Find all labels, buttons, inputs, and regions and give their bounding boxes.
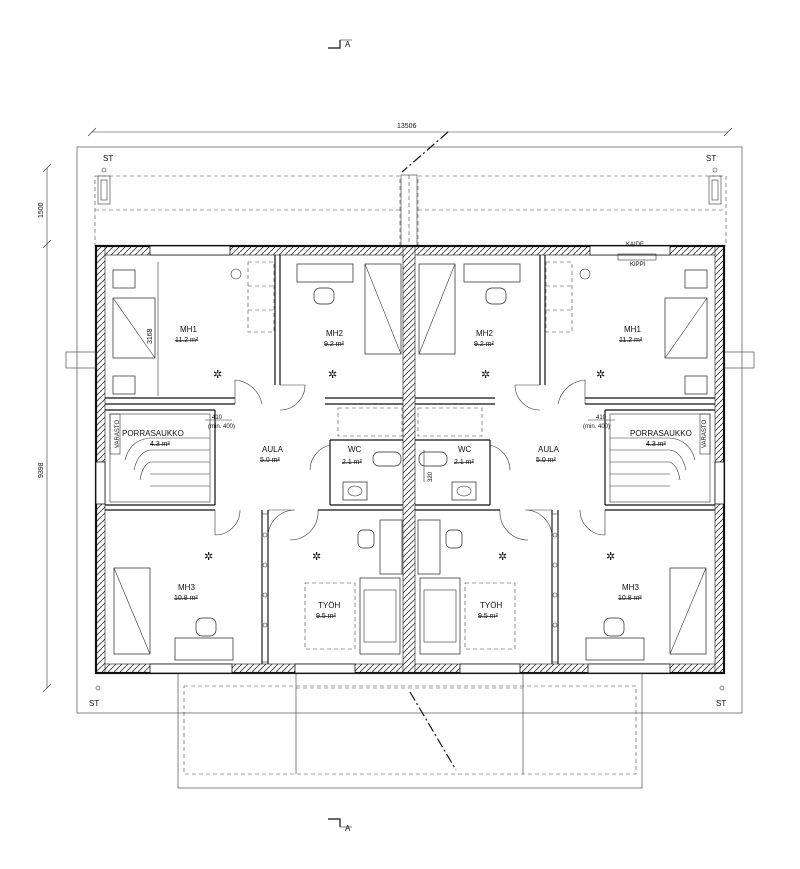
ceiling-lights: ✲ ✲ ✲ ✲ ✲ ✲ ✲ ✲ — [95, 268, 725, 691]
light-icon: ✲ — [213, 369, 222, 381]
svg-text:13506: 13506 — [397, 123, 417, 130]
wc-fixtures — [342, 451, 477, 501]
room-mh3-right: MH3 10.8 m² — [618, 583, 642, 602]
room-wc-left: WC 2.1 m² — [342, 445, 363, 466]
svg-text:11.2 m²: 11.2 m² — [175, 337, 199, 344]
room-mh1-right: MH1 11.2 m² — [619, 325, 643, 344]
svg-text:1500: 1500 — [38, 202, 45, 218]
opening-dimension-right: 410 (min. 400) — [583, 415, 615, 430]
svg-text:MH3: MH3 — [178, 583, 195, 592]
opening-dimension-left: 410 (min. 400) — [205, 415, 235, 430]
svg-text:TYÖH: TYÖH — [480, 601, 502, 610]
svg-text:WC: WC — [458, 445, 472, 454]
room-labels: MH1 11.2 m² MH2 9.2 m² MH2 9.2 m² MH1 11… — [122, 325, 692, 620]
storage-annotations: VARASTO VARASTO — [115, 420, 708, 448]
stairs-left — [109, 413, 211, 503]
svg-text:9.2 m²: 9.2 m² — [474, 341, 495, 348]
svg-text:4.3 m²: 4.3 m² — [150, 441, 171, 448]
railing-annotation: KAIDE KIPPI — [617, 242, 657, 268]
svg-text:9.2 m²: 9.2 m² — [324, 341, 345, 348]
svg-text:MH2: MH2 — [326, 329, 343, 338]
svg-text:3168: 3168 — [147, 328, 154, 344]
svg-text:VARASTO: VARASTO — [702, 420, 708, 448]
svg-text:410: 410 — [596, 415, 607, 421]
svg-text:MH3: MH3 — [622, 583, 639, 592]
room-mh3-left: MH3 10.8 m² — [174, 583, 198, 602]
room-mh2-left: MH2 9.2 m² — [324, 329, 345, 348]
light-icon: ✲ — [498, 551, 507, 563]
section-marker-top: A — [328, 39, 352, 49]
left-vertical-dimensions: 1500 9398 — [38, 163, 52, 693]
svg-text:11.2 m²: 11.2 m² — [619, 337, 643, 344]
light-icon: ✲ — [204, 551, 213, 563]
svg-text:10.8 m²: 10.8 m² — [618, 595, 642, 602]
section-marker-bottom: A — [328, 818, 352, 833]
room-aula-left: AULA 5.0 m² — [260, 445, 284, 464]
terrace-outline — [177, 672, 643, 789]
closets — [247, 261, 573, 663]
svg-text:MH1: MH1 — [180, 325, 197, 334]
svg-text:9398: 9398 — [38, 462, 45, 478]
svg-text:A: A — [345, 824, 351, 833]
balcony-outline — [94, 167, 727, 248]
svg-text:PORRASAUKKO: PORRASAUKKO — [630, 429, 692, 438]
svg-text:AULA: AULA — [538, 445, 560, 454]
light-icon: ✲ — [606, 551, 615, 563]
svg-text:2.1 m²: 2.1 m² — [342, 459, 363, 466]
room-porrasaukko-left: PORRASAUKKO 4.3 m² — [122, 429, 184, 448]
svg-text:MH1: MH1 — [624, 325, 641, 334]
furniture — [174, 263, 645, 661]
svg-text:WC: WC — [348, 445, 362, 454]
room-depth-dimension: 3168 — [147, 262, 159, 396]
svg-text:4.3 m²: 4.3 m² — [646, 441, 667, 448]
svg-text:5.0 m²: 5.0 m² — [536, 457, 557, 464]
room-aula-right: AULA 5.0 m² — [536, 445, 560, 464]
exterior-walls — [94, 244, 726, 675]
svg-text:TYÖH: TYÖH — [318, 601, 340, 610]
svg-text:9.5 m²: 9.5 m² — [478, 613, 499, 620]
roof-outline — [76, 146, 743, 714]
corner-labels: ST ST ST ST — [89, 154, 726, 708]
svg-text:AULA: AULA — [262, 445, 284, 454]
room-tyoh-right: TYÖH 9.5 m² — [478, 601, 502, 620]
svg-text:VARASTO: VARASTO — [115, 420, 121, 448]
svg-text:PORRASAUKKO: PORRASAUKKO — [122, 429, 184, 438]
svg-text:ST: ST — [103, 154, 113, 163]
room-tyoh-left: TYÖH 9.5 m² — [316, 601, 340, 620]
svg-text:ST: ST — [706, 154, 716, 163]
svg-text:(min. 400): (min. 400) — [583, 424, 610, 430]
light-icon: ✲ — [596, 369, 605, 381]
wc-width-dimension: 320 — [423, 450, 434, 482]
svg-text:ST: ST — [89, 699, 99, 708]
doors — [214, 379, 606, 541]
room-mh2-right: MH2 9.2 m² — [474, 329, 495, 348]
svg-text:KAIDE: KAIDE — [626, 242, 644, 248]
svg-text:410: 410 — [212, 415, 223, 421]
light-icon: ✲ — [328, 369, 337, 381]
light-icon: ✲ — [481, 369, 490, 381]
svg-text:ST: ST — [716, 699, 726, 708]
svg-text:A: A — [345, 40, 351, 49]
svg-text:5.0 m²: 5.0 m² — [260, 457, 281, 464]
beds — [112, 263, 708, 655]
light-icon: ✲ — [312, 551, 321, 563]
room-wc-right: WC 2.1 m² — [454, 445, 475, 466]
overall-width-dimension: 13506 — [87, 123, 733, 137]
svg-text:(min. 400): (min. 400) — [208, 424, 235, 430]
stairs-right — [609, 413, 711, 503]
svg-text:320: 320 — [428, 471, 434, 482]
room-mh1-left: MH1 11.2 m² — [175, 325, 199, 344]
svg-text:2.1 m²: 2.1 m² — [454, 459, 475, 466]
svg-text:KIPPI: KIPPI — [630, 262, 646, 268]
svg-text:9.5 m²: 9.5 m² — [316, 613, 337, 620]
room-porrasaukko-right: PORRASAUKKO 4.3 m² — [630, 429, 692, 448]
svg-text:MH2: MH2 — [476, 329, 493, 338]
party-wall-axis — [401, 131, 457, 771]
svg-text:10.8 m²: 10.8 m² — [174, 595, 198, 602]
